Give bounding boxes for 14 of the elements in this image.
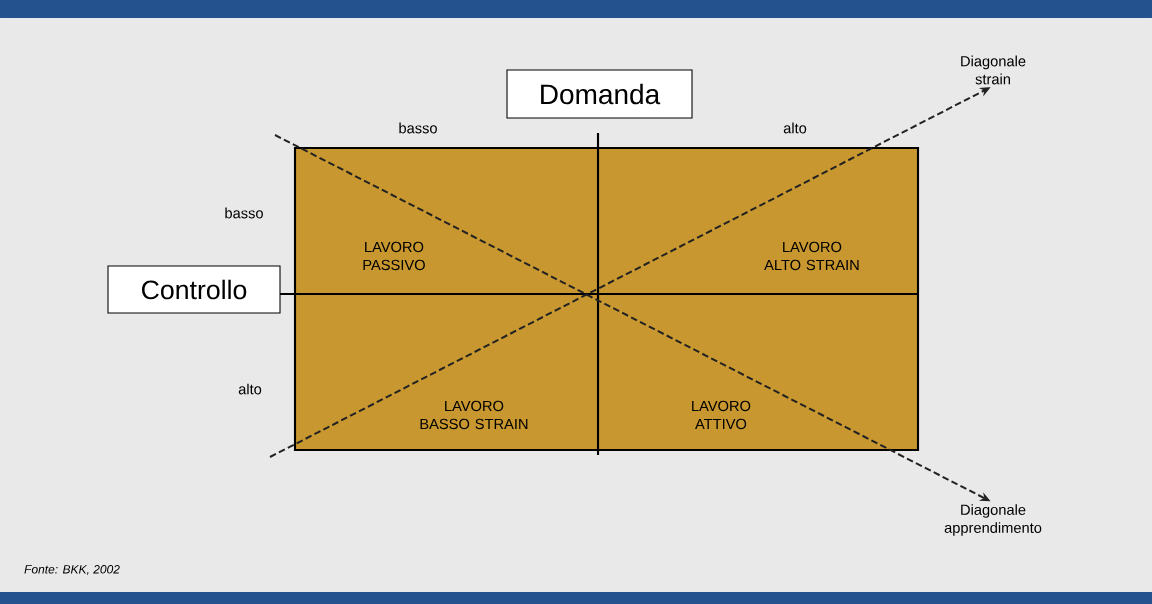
source-note: Fonte: BKK, 2002 <box>24 565 120 575</box>
axis-label: basso <box>225 207 263 219</box>
diagonal-label: Diagonale strain <box>961 55 1026 85</box>
axis-title-box: Domanda <box>506 69 693 119</box>
axis-label: alto <box>783 122 807 134</box>
axis-label: alto <box>238 383 262 395</box>
quadrant-label: LAVORO ATTIVO <box>692 400 751 430</box>
axis-title-box: Controllo <box>107 265 281 314</box>
matrix-box <box>293 146 920 452</box>
quadrant-label: LAVORO ALTO STRAIN <box>764 241 859 271</box>
diagonal-label: Diagonale apprendimento <box>944 504 1042 536</box>
axis-label: basso <box>399 122 437 134</box>
quadrant-label: LAVORO BASSO STRAIN <box>420 400 528 430</box>
quadrant-label: LAVORO PASSIVO <box>363 241 425 271</box>
